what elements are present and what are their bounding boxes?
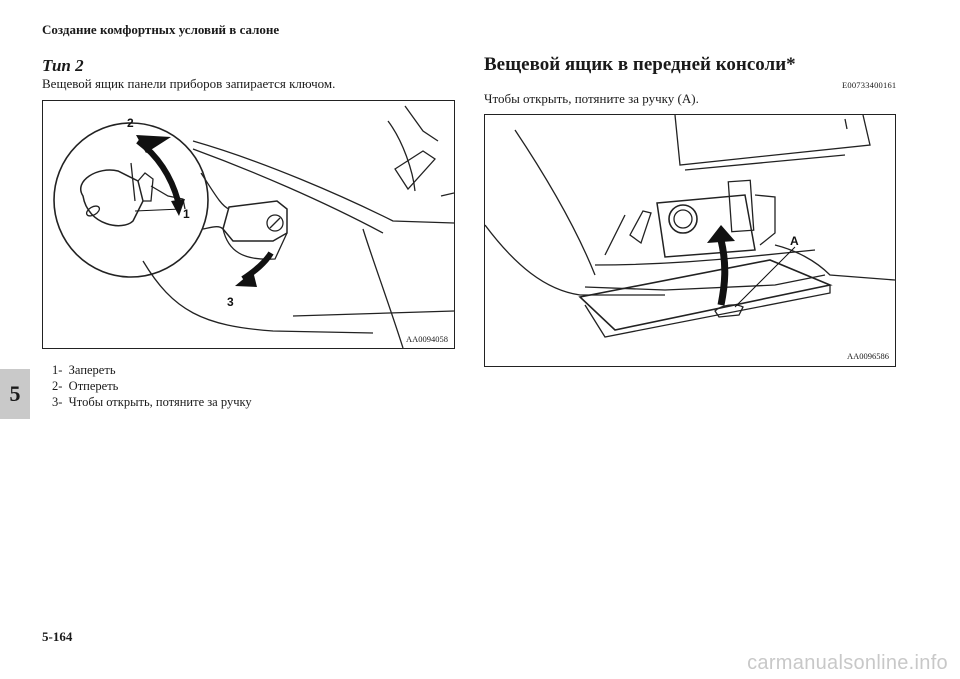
caption-item: 3- Чтобы открыть, потяните за ручку — [52, 395, 252, 409]
figure-callout-2: 2 — [127, 116, 134, 130]
figure-glovebox-lock: 2 1 3 AA0094058 — [42, 100, 455, 349]
figure-callout-3: 3 — [227, 295, 234, 309]
watermark: carmanualsonline.info — [747, 652, 948, 674]
running-head: Создание комфортных условий в салоне — [42, 22, 280, 37]
figure-code: AA0096586 — [846, 351, 889, 361]
figure-code: AA0094058 — [405, 334, 448, 344]
figure-callout-a: A — [790, 234, 799, 248]
console-box-illustration: A — [485, 115, 895, 338]
figure-console-box: A AA0096586 — [484, 114, 896, 367]
section-intro: Вещевой ящик панели приборов запирается … — [42, 76, 336, 91]
chapter-tab: 5 — [0, 369, 30, 419]
caption-list: 1- Запереть 2- Отпереть 3- Чтобы открыть… — [52, 362, 252, 410]
section-title: Вещевой ящик в передней консоли* — [484, 54, 796, 75]
caption-item: 1- Запереть — [52, 363, 116, 377]
document-code: E00733400161 — [842, 80, 897, 90]
caption-item: 2- Отпереть — [52, 379, 119, 393]
page-number: 5-164 — [42, 629, 73, 644]
figure-callout-1: 1 — [183, 207, 190, 221]
glovebox-lock-illustration: 2 1 3 — [53, 105, 454, 348]
section-text: Чтобы открыть, потяните за ручку (A). — [484, 91, 699, 106]
section-subtitle: Тип 2 — [42, 56, 84, 75]
